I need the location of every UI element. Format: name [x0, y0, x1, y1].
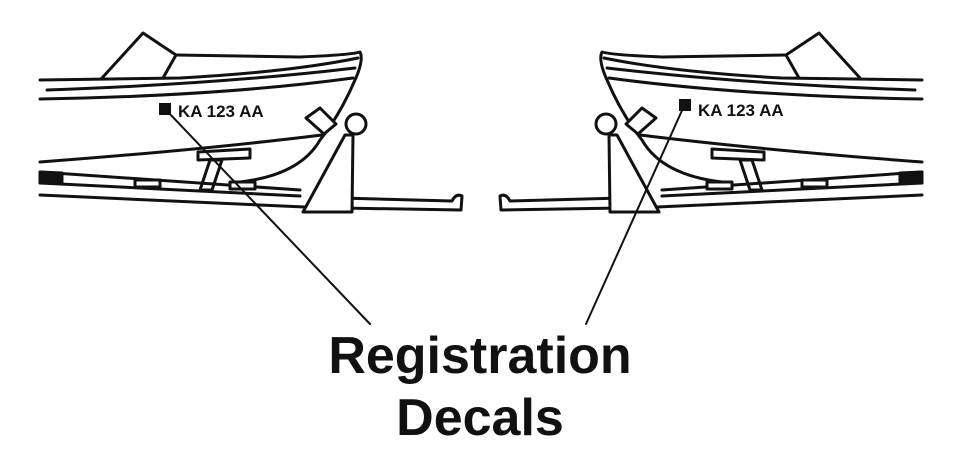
right-decal-square-icon [679, 99, 691, 111]
right-registration-number: KA 123 AA [698, 101, 784, 120]
caption-line-1: Registration [328, 327, 632, 385]
left-leader-line [167, 111, 371, 325]
right-leader-line [585, 105, 685, 325]
right-boat-on-trailer [498, 31, 924, 214]
left-registration-number: KA 123 AA [178, 102, 264, 121]
left-boat-on-trailer [38, 31, 464, 214]
caption-line-2: Decals [396, 389, 564, 447]
